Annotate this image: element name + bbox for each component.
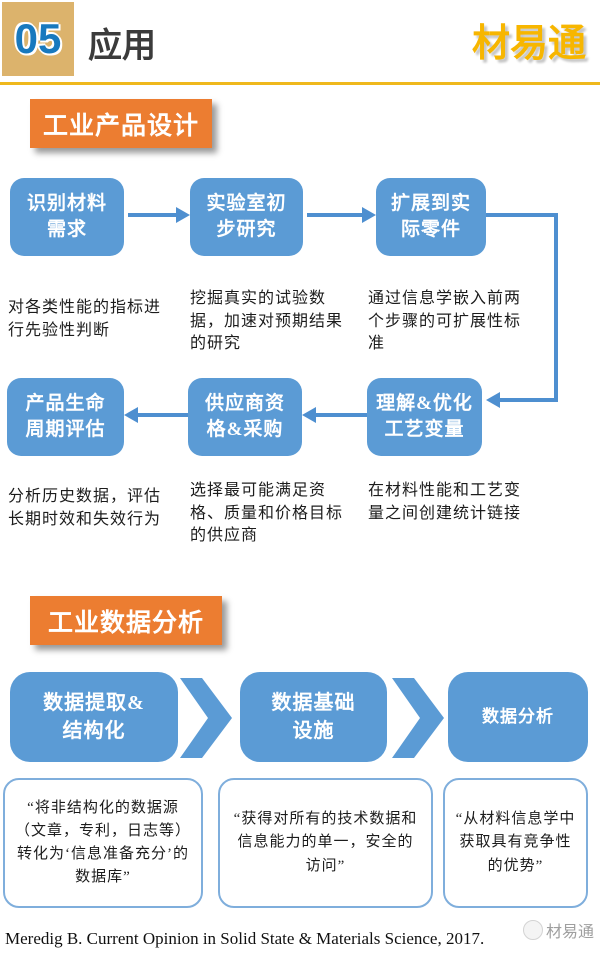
quote-data-infrastructure: “获得对所有的技术数据和信息能力的单一，安全的访问” xyxy=(218,778,433,908)
flow-desc-identify-material-needs: 对各类性能的指标进行先验性判断 xyxy=(8,299,162,339)
header-divider xyxy=(0,82,600,85)
flow-desc-supplier-qualification-procurement: 选择最可能满足资格、质量和价格目标的供应商 xyxy=(190,482,344,545)
arrowhead-left-icon xyxy=(486,392,500,408)
arrowhead-right-icon xyxy=(362,207,376,223)
arrowhead-left-icon xyxy=(124,407,138,423)
section-number-box: 05 xyxy=(2,2,74,76)
page-title: 应用 xyxy=(88,27,156,65)
watermark-text: 材易通 xyxy=(545,924,594,941)
arrowhead-right-icon xyxy=(176,207,190,223)
chevron-right-icon xyxy=(392,678,444,758)
pipeline-step-data-analysis: 数据分析 xyxy=(448,672,588,762)
watermark-logo-icon xyxy=(522,920,543,940)
flow-step-product-lifecycle-assessment: 产品生命 周期评估 xyxy=(7,378,124,456)
section-number: 05 xyxy=(14,15,62,62)
pipeline-step-data-extraction-structuring: 数据提取& 结构化 xyxy=(10,672,178,762)
pipeline-step-data-infrastructure: 数据基础 设施 xyxy=(240,672,387,762)
quote-data-analysis: “从材料信息学中获取具有竞争性的优势” xyxy=(443,778,588,908)
brand-logo: 材易通 xyxy=(471,23,586,65)
flow-step-lab-preliminary-research: 实验室初 步研究 xyxy=(190,178,303,256)
flow-desc-understand-optimize-process-variables: 在材料性能和工艺变量之间创建统计链接 xyxy=(368,482,522,522)
watermark: 材易通 xyxy=(522,918,594,942)
flow-desc-extend-to-real-parts: 通过信息学嵌入前两个步骤的可扩展性标准 xyxy=(368,290,522,353)
flow-step-identify-material-needs: 识别材料 需求 xyxy=(10,178,124,256)
arrowhead-left-icon xyxy=(302,407,316,423)
flow-step-understand-optimize-process-variables: 理解&优化 工艺变量 xyxy=(367,378,482,456)
section-title-industrial-product-design: 工业产品设计 xyxy=(30,99,212,148)
flow-step-extend-to-real-parts: 扩展到实 际零件 xyxy=(376,178,486,256)
section-title-industrial-data-analysis: 工业数据分析 xyxy=(30,596,222,645)
flow-desc-lab-preliminary-research: 挖掘真实的试验数据，加速对预期结果的研究 xyxy=(190,290,344,353)
flow-step-supplier-qualification-procurement: 供应商资 格&采购 xyxy=(188,378,302,456)
citation: Meredig B. Current Opinion in Solid Stat… xyxy=(5,929,485,948)
flow-desc-product-lifecycle-assessment: 分析历史数据，评估长期时效和失效行为 xyxy=(8,488,162,528)
quote-data-extraction-structuring: “将非结构化的数据源（文章，专利，日志等）转化为‘信息准备充分’的数据库” xyxy=(3,778,203,908)
chevron-right-icon xyxy=(180,678,232,758)
